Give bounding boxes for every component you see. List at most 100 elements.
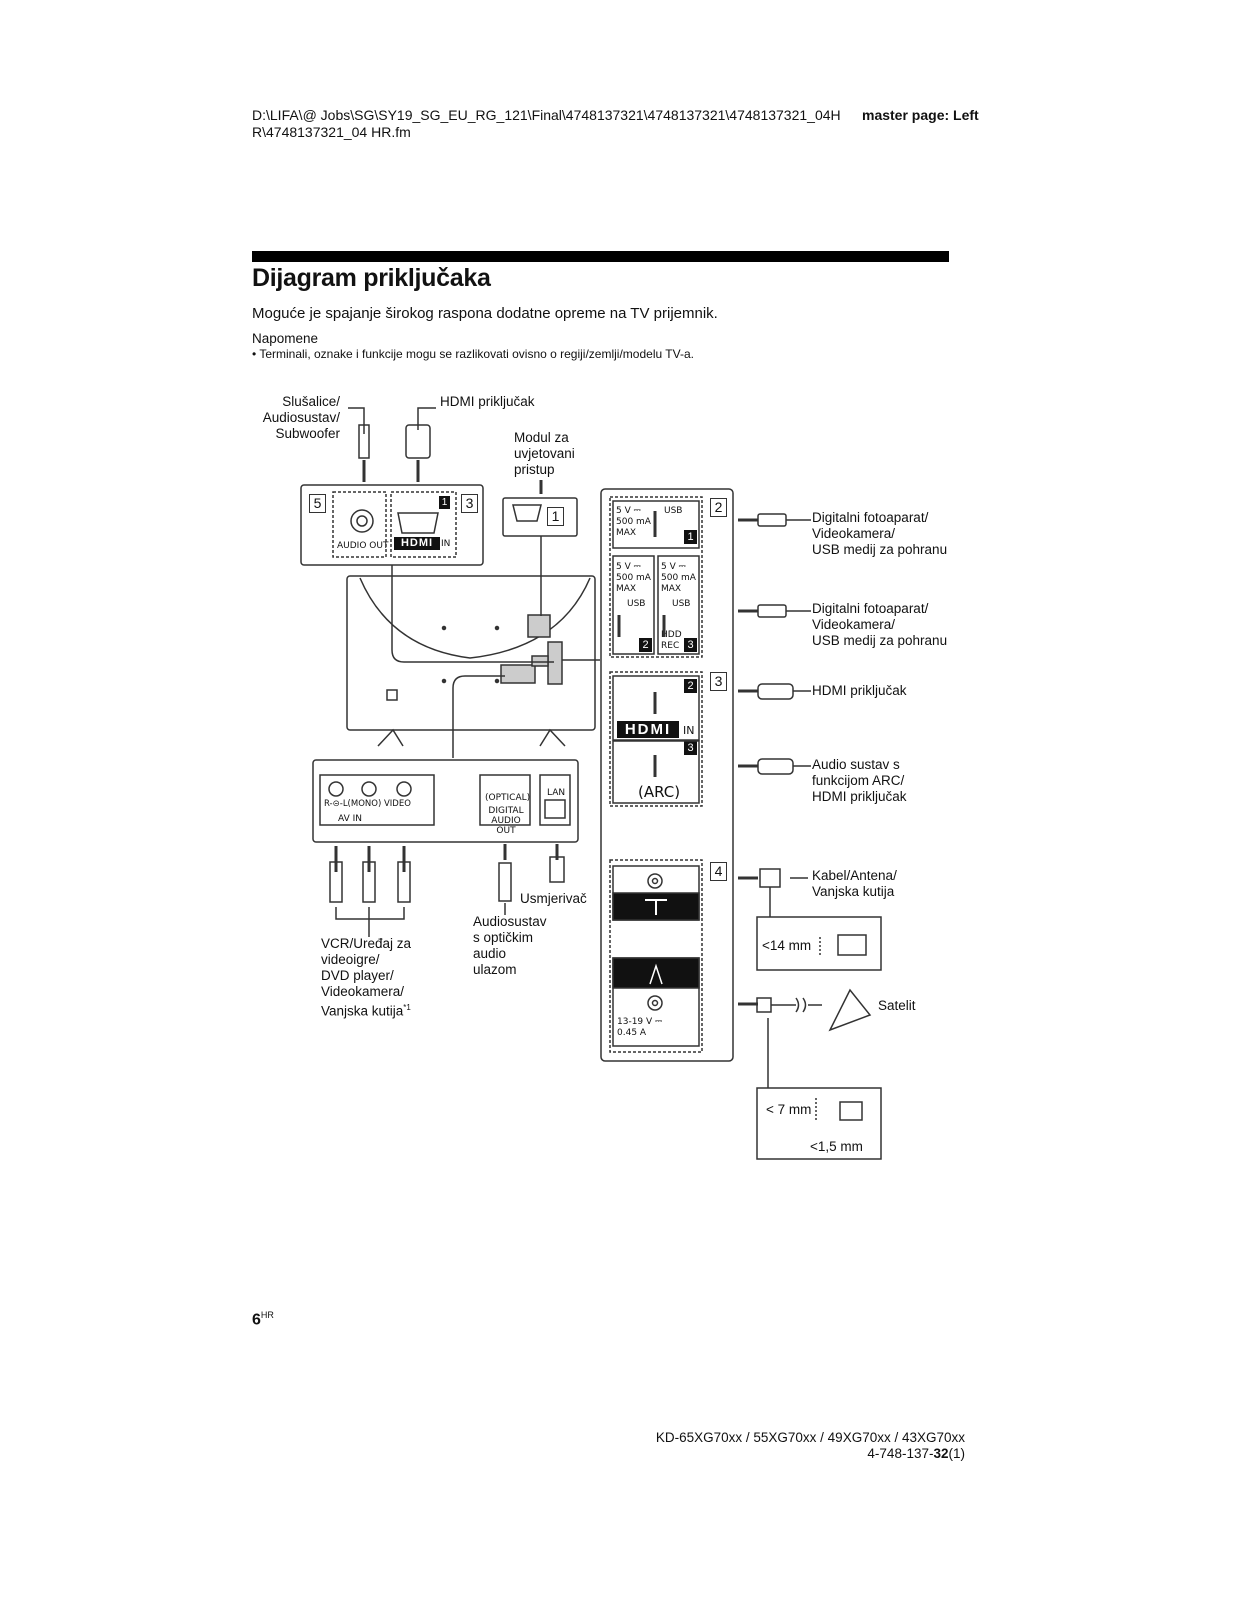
hdmi-plug-1 bbox=[757, 683, 794, 700]
usb-plug-1 bbox=[757, 513, 787, 527]
section-rule bbox=[252, 251, 949, 262]
port-number-3-hdmi: 3 bbox=[710, 672, 727, 691]
lead-bottom-panel bbox=[452, 675, 505, 758]
hdmi2-badge: 2 bbox=[684, 679, 697, 693]
usb-plug-2 bbox=[757, 604, 787, 618]
coax-plug bbox=[759, 868, 781, 888]
hdmi-logo-right: HDMI bbox=[617, 721, 679, 738]
doc-code-prefix: 4-748-137- bbox=[867, 1446, 934, 1461]
master-page-label: master page: Left bbox=[862, 107, 979, 123]
router-label: Usmjerivač bbox=[520, 891, 587, 906]
hdmi-in-top: IN bbox=[441, 539, 451, 549]
cam-module-label: Modul za uvjetovani pristup bbox=[514, 430, 575, 477]
page-lang: HR bbox=[260, 1310, 274, 1320]
rca-plug-2 bbox=[362, 861, 376, 903]
hdmi-in-right: IN bbox=[683, 724, 695, 737]
usb3-label: USB bbox=[672, 599, 691, 609]
cam-slot-icon bbox=[512, 504, 542, 522]
hdmi1-badge: 1 bbox=[439, 496, 450, 509]
cable-antenna-label: Kabel/Antena/ Vanjska kutija bbox=[812, 868, 897, 899]
av-in-label: AV IN bbox=[338, 814, 362, 824]
usb3-spec: 5 V ⎓ 500 mA MAX bbox=[661, 562, 696, 594]
satellite-label: Satelit bbox=[878, 998, 916, 1013]
optical-panel bbox=[479, 774, 531, 826]
intro-text: Moguće je spajanje širokog raspona dodat… bbox=[252, 305, 718, 322]
optical-label: (OPTICAL) bbox=[485, 793, 531, 803]
usb-port-group bbox=[609, 496, 703, 658]
usb2-spec: 5 V ⎓ 500 mA MAX bbox=[616, 562, 651, 594]
dim-14mm: <14 mm bbox=[762, 938, 811, 954]
notes-heading: Napomene bbox=[252, 331, 319, 346]
av-devices-text: VCR/Uređaj za videoigre/ DVD player/ Vid… bbox=[321, 936, 412, 1019]
av-in-panel bbox=[319, 774, 435, 826]
av-devices-label: VCR/Uređaj za videoigre/ DVD player/ Vid… bbox=[321, 936, 411, 1020]
hdmi-top-label: HDMI priključak bbox=[440, 394, 535, 409]
less-than-sign: < bbox=[762, 938, 770, 953]
tuner-port-group bbox=[609, 859, 703, 1053]
satellite-icon-bg bbox=[612, 957, 700, 989]
port-number-3-top: 3 bbox=[461, 494, 478, 513]
lan-panel bbox=[539, 774, 571, 826]
hdmi-right-label: HDMI priključak bbox=[812, 683, 907, 698]
doc-code-suffix: (1) bbox=[948, 1446, 966, 1461]
coax-dim-box bbox=[756, 916, 882, 971]
digital-audio-out-label: DIGITAL AUDIO OUT bbox=[488, 806, 524, 836]
usb1-badge: 1 bbox=[684, 530, 697, 544]
port-number-5: 5 bbox=[309, 494, 326, 513]
rca-plug-3 bbox=[397, 861, 411, 903]
hdmi-port-shape bbox=[397, 512, 439, 534]
notes-item-text: Terminali, oznake i funkcije mogu se raz… bbox=[259, 347, 694, 361]
cam-connector-area bbox=[527, 614, 551, 638]
port-number-1-cam: 1 bbox=[547, 507, 564, 526]
optical-plug bbox=[498, 862, 512, 902]
less-than-sign: < bbox=[766, 1102, 774, 1117]
usb2-label: USB bbox=[627, 599, 646, 609]
tv-rear-outline bbox=[346, 575, 596, 731]
audio-out-label: AUDIO OUT bbox=[337, 541, 389, 551]
hdd-rec-label: HDD REC bbox=[661, 630, 682, 651]
side-panel bbox=[600, 488, 734, 1062]
optical-audio-label: Audiosustav s optičkim audio ulazom bbox=[473, 914, 547, 977]
sat-spec: 13-19 V ⎓ 0.45 A bbox=[617, 1017, 663, 1038]
usb-device-label-2: Digitalni fotoaparat/ Videokamera/ USB m… bbox=[812, 601, 948, 648]
cam-slot-panel bbox=[502, 497, 578, 537]
av-in-channels: R-⊝-L(MONO) VIDEO bbox=[324, 799, 411, 809]
audio-jack bbox=[350, 509, 374, 533]
usb1-spec: 5 V ⎓ 500 mA MAX bbox=[616, 506, 651, 538]
notes-item: • Terminali, oznake i funkcije mogu se r… bbox=[252, 347, 694, 361]
headphones-label: Slušalice/ Audiosustav/ Subwoofer bbox=[262, 394, 340, 441]
lan-plug bbox=[549, 856, 565, 883]
doc-code-bold: 32 bbox=[933, 1446, 949, 1461]
arc-device-label: Audio sustav s funkcijom ARC/ HDMI prikl… bbox=[812, 757, 907, 804]
page-number-value: 6 bbox=[252, 1311, 261, 1329]
port-number-4-tuner: 4 bbox=[710, 862, 727, 881]
lead-top-panel bbox=[391, 565, 554, 663]
footnote-mark: *1 bbox=[403, 1003, 411, 1012]
lan-label: LAN bbox=[547, 788, 566, 798]
page-number: 6HR bbox=[252, 1310, 274, 1329]
hdmi-logo-top: HDMI bbox=[394, 537, 440, 550]
hdmi-plug-2 bbox=[757, 758, 794, 775]
usb-device-label-1: Digitalni fotoaparat/ Videokamera/ USB m… bbox=[812, 510, 948, 557]
footer-models: KD-65XG70xx / 55XG70xx / 49XG70xx / 43XG… bbox=[655, 1430, 965, 1445]
usb3-badge: 3 bbox=[684, 638, 697, 652]
rca-plug-1 bbox=[329, 861, 343, 903]
page-title: Dijagram priključaka bbox=[252, 264, 491, 292]
audio-out-port-box bbox=[332, 491, 387, 558]
dim-1-5mm: <1,5 mm bbox=[810, 1139, 863, 1155]
usb1-label: USB bbox=[664, 506, 683, 516]
coax-dim-plug bbox=[837, 934, 867, 956]
dim-7mm-value: 7 mm bbox=[777, 1102, 812, 1117]
bottom-panel bbox=[312, 759, 579, 843]
sat-dim-plug bbox=[839, 1101, 863, 1121]
hdmi-plug-top bbox=[405, 424, 431, 459]
tv-stands bbox=[377, 728, 566, 747]
arc-label: (ARC) bbox=[638, 783, 681, 801]
tv-rear-curve bbox=[359, 577, 591, 659]
sat-plug bbox=[756, 997, 772, 1013]
footer-doc-code: 4-748-137-32(1) bbox=[656, 1446, 965, 1462]
hdmi3-badge: 3 bbox=[684, 741, 697, 755]
hdmi-port-group bbox=[609, 671, 703, 807]
dim-1-5mm-value: 1,5 mm bbox=[817, 1139, 863, 1154]
